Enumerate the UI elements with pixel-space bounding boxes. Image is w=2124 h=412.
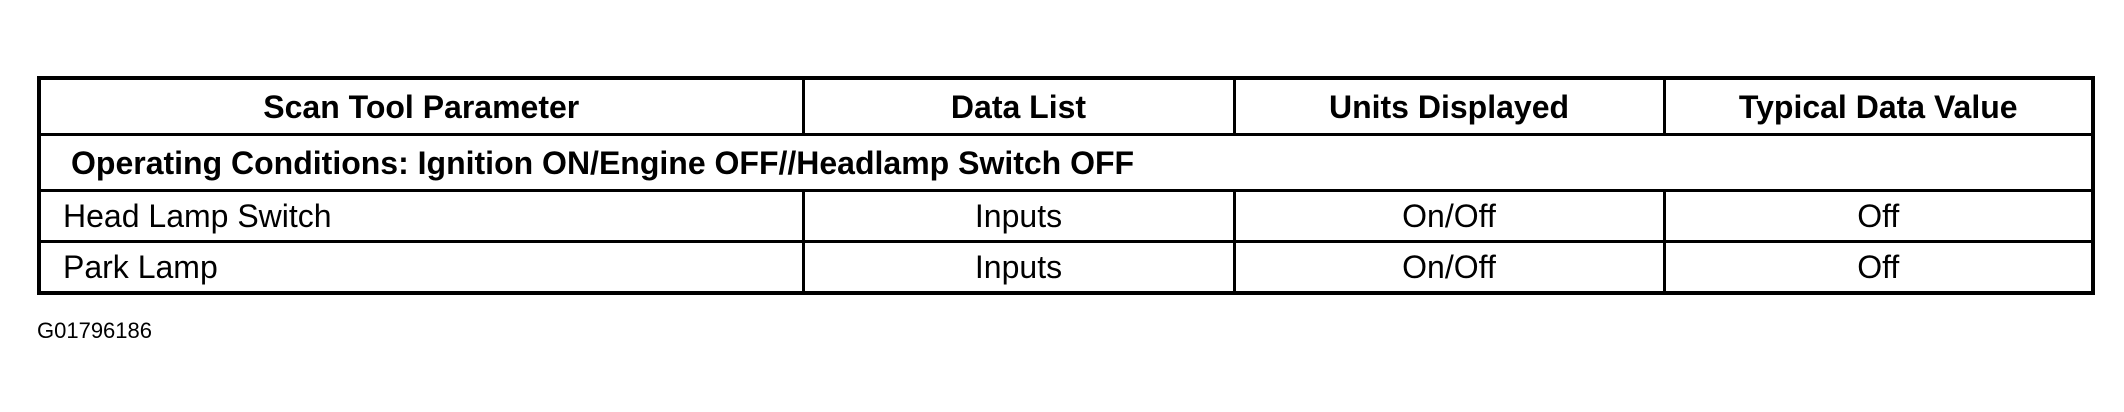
scan-tool-data-table: Scan Tool Parameter Data List Units Disp… (37, 76, 2095, 295)
typical-value-cell: Off (1662, 240, 2095, 295)
operating-conditions-row: Operating Conditions: Ignition ON/Engine… (37, 133, 2095, 192)
parameter-cell: Head Lamp Switch (37, 189, 805, 243)
table-row: Head Lamp Switch Inputs On/Off Off (37, 189, 2095, 243)
data-list-cell: Inputs (801, 240, 1236, 295)
data-list-cell: Inputs (801, 189, 1236, 243)
table-row: Park Lamp Inputs On/Off Off (37, 240, 2095, 295)
header-scan-tool-parameter: Scan Tool Parameter (37, 76, 805, 136)
typical-value-cell: Off (1662, 189, 2095, 243)
operating-conditions-text: Operating Conditions: Ignition ON/Engine… (37, 133, 2095, 192)
header-typical-data-value: Typical Data Value (1662, 76, 2095, 136)
header-row: Scan Tool Parameter Data List Units Disp… (37, 76, 2095, 136)
units-cell: On/Off (1232, 240, 1666, 295)
parameter-cell: Park Lamp (37, 240, 805, 295)
units-cell: On/Off (1232, 189, 1666, 243)
header-data-list: Data List (801, 76, 1236, 136)
figure-code: G01796186 (37, 318, 152, 343)
header-units-displayed: Units Displayed (1232, 76, 1666, 136)
